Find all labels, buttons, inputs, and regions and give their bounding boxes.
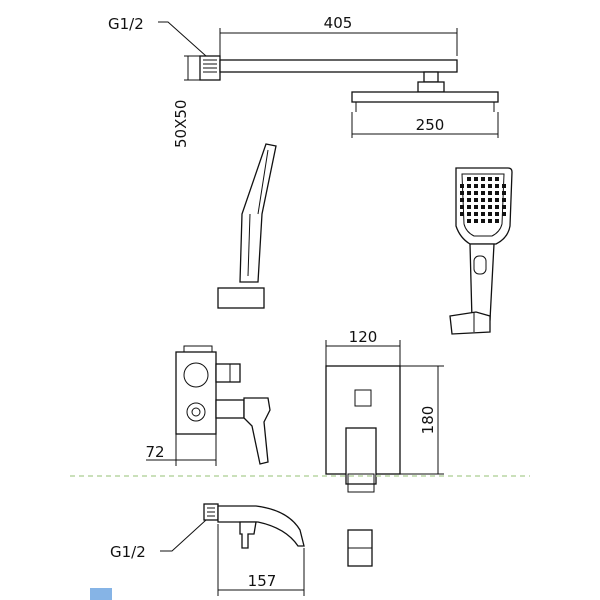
nozzle xyxy=(502,198,506,202)
nozzle xyxy=(460,198,464,202)
shower-arm-assembly: 405 G1/2 50X50 250 xyxy=(108,14,499,148)
nozzle xyxy=(502,191,506,195)
nozzle xyxy=(460,212,464,216)
nozzle xyxy=(488,205,492,209)
nozzle xyxy=(488,219,492,223)
valve-side-view: 72 xyxy=(145,345,271,466)
nozzle xyxy=(481,184,485,188)
bath-spout: G1/2 157 xyxy=(110,503,373,596)
plate-width-label: 120 xyxy=(349,328,378,346)
nozzle xyxy=(502,212,506,216)
spout-length-label: 157 xyxy=(248,572,277,590)
plate-lever xyxy=(345,427,377,485)
corner-color-tab xyxy=(90,588,112,600)
hand-shower-front-view xyxy=(449,167,513,335)
nozzle xyxy=(467,184,471,188)
plate-height-label: 180 xyxy=(419,406,437,435)
nozzle xyxy=(467,219,471,223)
nozzle xyxy=(495,198,499,202)
thread-bottom-leader xyxy=(160,519,207,552)
rain-shower-head xyxy=(351,91,499,103)
nozzle xyxy=(474,205,478,209)
nozzle xyxy=(488,177,492,181)
diverter-button xyxy=(354,389,372,407)
nozzle xyxy=(474,212,478,216)
nozzle xyxy=(488,191,492,195)
flange-size-label: 50X50 xyxy=(172,100,190,148)
nozzle xyxy=(481,198,485,202)
nozzle xyxy=(495,177,499,181)
nozzle xyxy=(481,212,485,216)
nozzle xyxy=(474,219,478,223)
thread-bottom-label: G1/2 xyxy=(110,543,146,561)
nozzle xyxy=(488,212,492,216)
nozzle xyxy=(495,212,499,216)
nozzle xyxy=(481,191,485,195)
nozzle xyxy=(495,219,499,223)
nozzle xyxy=(467,191,471,195)
nozzle xyxy=(481,205,485,209)
hand-shower-holder xyxy=(217,287,265,309)
valve-depth-label: 72 xyxy=(145,443,164,461)
nozzle xyxy=(474,198,478,202)
spray-nozzles xyxy=(460,177,506,223)
nozzle xyxy=(460,184,464,188)
nozzle xyxy=(502,205,506,209)
nozzle xyxy=(467,177,471,181)
nozzle xyxy=(474,177,478,181)
nozzle xyxy=(474,191,478,195)
nozzle xyxy=(495,205,499,209)
nozzle xyxy=(488,184,492,188)
head-width-label: 250 xyxy=(416,116,445,134)
nozzle xyxy=(474,184,478,188)
nozzle xyxy=(467,198,471,202)
nozzle xyxy=(481,219,485,223)
nozzle xyxy=(502,184,506,188)
nozzle xyxy=(495,184,499,188)
nozzle xyxy=(467,205,471,209)
nozzle xyxy=(495,191,499,195)
arm-connector xyxy=(423,71,439,83)
valve-lever xyxy=(243,397,271,465)
nozzle xyxy=(481,177,485,181)
valve-body xyxy=(175,351,217,435)
thread-top-label: G1/2 xyxy=(108,15,144,33)
nozzle xyxy=(467,212,471,216)
arm-length-label: 405 xyxy=(324,14,353,32)
valve-front-plate: 120 180 xyxy=(325,328,444,493)
shower-arm xyxy=(219,59,458,73)
nozzle xyxy=(460,205,464,209)
nozzle xyxy=(488,198,492,202)
hose-connector xyxy=(449,311,491,335)
thread-top-leader xyxy=(158,21,207,57)
hand-shower-side-view xyxy=(217,143,277,309)
nozzle xyxy=(460,191,464,195)
